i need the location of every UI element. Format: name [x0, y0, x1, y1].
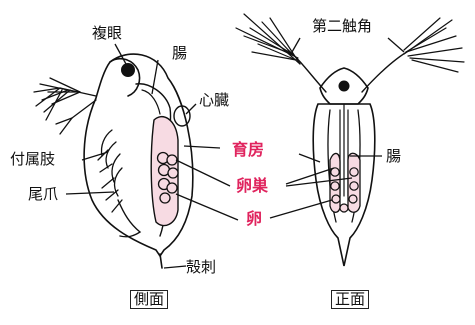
front-view-drawing — [236, 14, 464, 266]
label-appendages: 付属肢 — [10, 151, 55, 168]
leader-compound-eye — [115, 44, 126, 64]
leader-antenna-left — [292, 38, 300, 52]
front-intestine — [340, 104, 348, 196]
label-compound-eye: 複眼 — [92, 25, 122, 42]
caption-side-view: 側面 — [130, 290, 168, 309]
label-brood-chamber: 育房 — [232, 141, 264, 158]
label-intestine-side: 腸 — [172, 45, 187, 62]
front-compound-eye — [339, 81, 350, 92]
side-shell-spine — [160, 254, 162, 268]
label-shell-spine: 殻刺 — [186, 259, 216, 276]
side-compound-eye — [121, 63, 135, 77]
leader-egg-side — [176, 194, 238, 220]
leader-ovary-front2 — [286, 178, 352, 186]
leader-appendages — [82, 152, 108, 160]
leader-ovary-side — [176, 160, 230, 186]
label-tail-claw: 尾爪 — [28, 186, 58, 203]
leader-brood-front — [299, 154, 320, 162]
leader-brood-side — [184, 146, 220, 148]
front-antenna-right — [362, 50, 410, 92]
caption-front-view: 正面 — [331, 290, 369, 309]
label-egg: 卵 — [246, 210, 262, 227]
leader-antenna-right — [388, 38, 404, 52]
leader-shell-spine — [164, 266, 186, 268]
label-intestine-front: 腸 — [386, 148, 401, 165]
side-heart — [174, 106, 190, 126]
label-ovary: 卵巣 — [236, 177, 268, 194]
label-heart: 心臓 — [199, 92, 229, 109]
label-second-antenna: 第二触角 — [312, 18, 372, 35]
